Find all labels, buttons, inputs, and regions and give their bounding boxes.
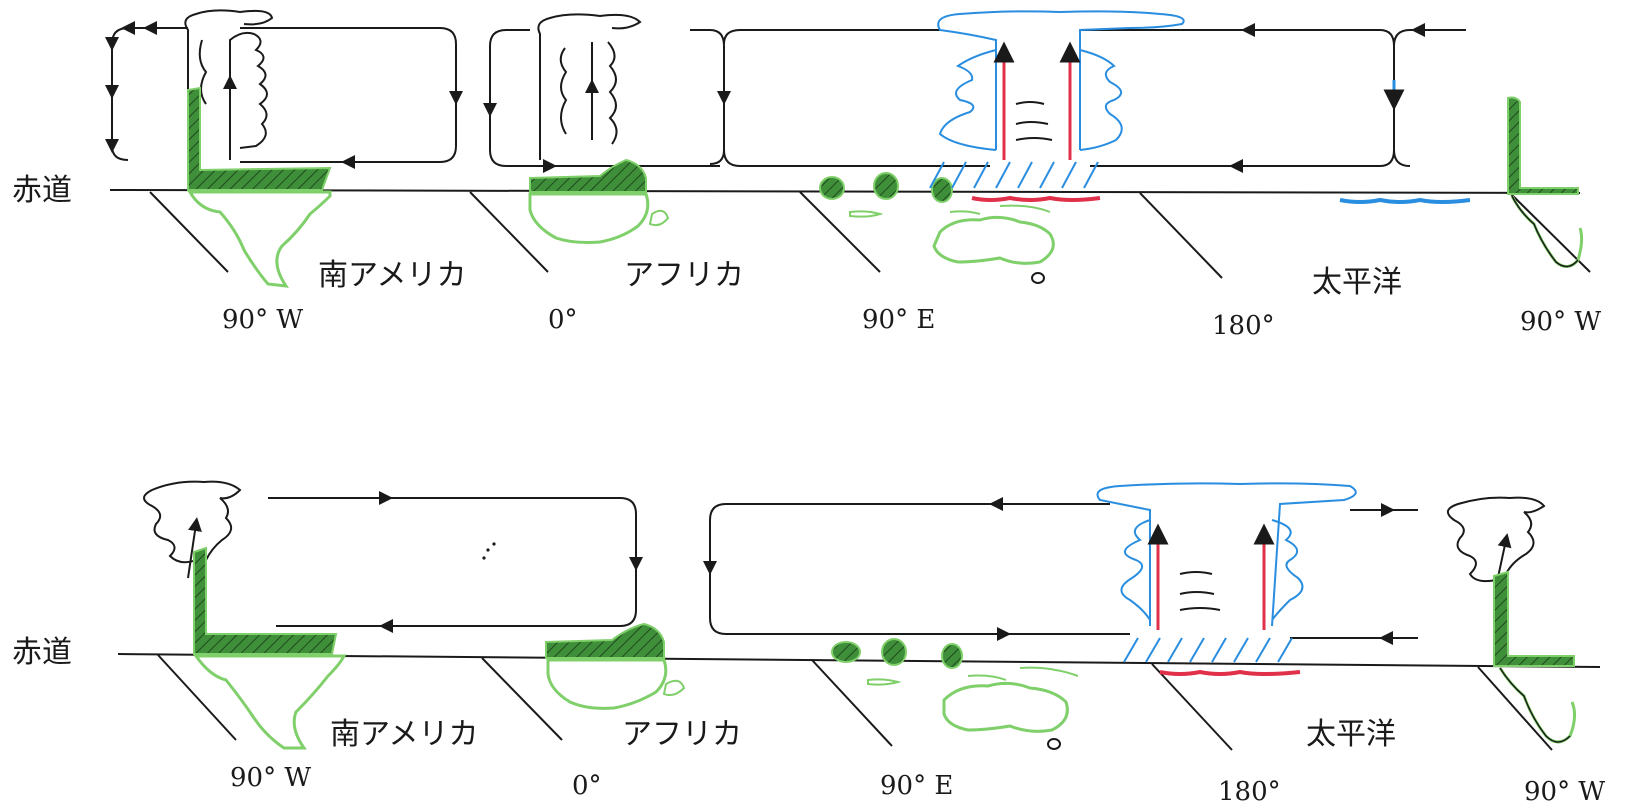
region-label-south-america: 南アメリカ [330, 717, 479, 752]
longitude-label: 90° E [880, 771, 953, 801]
longitude-label: 90° E [862, 305, 935, 335]
australia-land [934, 217, 1053, 263]
longitude-label: 0° [572, 771, 602, 801]
panel-top: 赤道 90° W 0° 90° E 180° 90° W 南アメリカ アフリカ … [12, 10, 1601, 341]
madagascar-land [664, 681, 684, 695]
warm-sst-line [972, 198, 1100, 200]
region-label-pacific: 太平洋 [1306, 717, 1396, 752]
longitude-label: 90° W [230, 763, 311, 793]
africa-land-north [546, 624, 664, 658]
andes-land [194, 548, 336, 654]
warm-water-pool [1124, 638, 1292, 662]
longitude-label: 180° [1212, 311, 1275, 341]
cool-sst-line [1340, 200, 1470, 202]
region-label-africa: アフリカ [622, 717, 742, 752]
circulation-cells [268, 498, 1418, 638]
andes-land-right [1494, 572, 1574, 666]
andes-land-right [1508, 98, 1578, 195]
tasmania-land [1048, 739, 1060, 749]
longitude-label: 0° [548, 305, 578, 335]
africa-land-south [548, 660, 666, 708]
longitude-label: 90° W [1520, 307, 1601, 337]
cloud-south-america [144, 482, 240, 578]
madagascar-land [650, 211, 668, 225]
tasmania-land [1032, 273, 1044, 283]
region-label-pacific: 太平洋 [1312, 265, 1402, 300]
cloud-central-pacific [1098, 483, 1356, 626]
longitude-label: 180° [1218, 777, 1281, 807]
longitude-label: 90° W [1524, 777, 1605, 807]
panel-bottom: 赤道 90° W 0° 90° E 180° 90° W 南アメリカ アフリカ … [12, 482, 1605, 807]
equator-label: 赤道 [12, 635, 72, 670]
warm-sst-line [1160, 672, 1300, 674]
africa-land-south [530, 194, 648, 243]
region-label-africa: アフリカ [624, 258, 744, 293]
equator-label: 赤道 [12, 173, 72, 208]
australia-land [944, 683, 1067, 731]
cloud-western-pacific [938, 11, 1183, 150]
africa-land-north [530, 160, 646, 192]
cloud-africa [538, 14, 640, 160]
andes-land [188, 88, 330, 190]
circulation-cells [112, 28, 1466, 166]
south-america-land [190, 192, 330, 286]
region-label-south-america: 南アメリカ [318, 258, 467, 293]
south-america-land [196, 656, 344, 748]
longitude-label: 90° W [222, 305, 303, 335]
